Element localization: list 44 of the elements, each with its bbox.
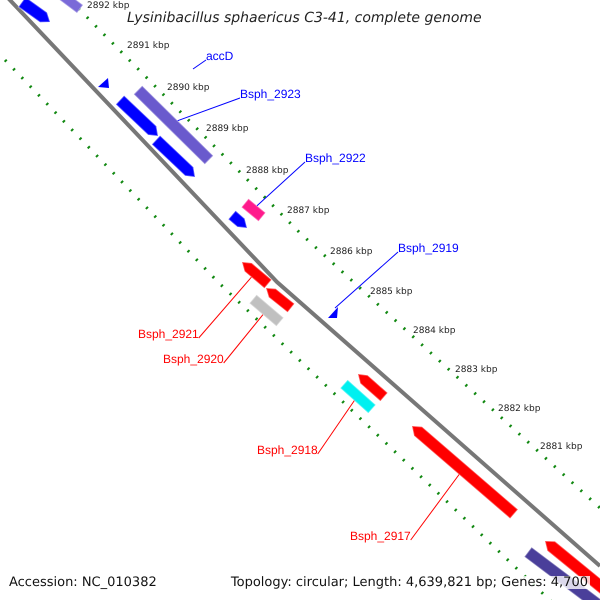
gene-feature (328, 307, 338, 318)
gene-feature (339, 378, 377, 414)
gene-feature (98, 78, 109, 88)
gene-label: Bsph_2923 (240, 88, 301, 100)
gene-feature (114, 94, 159, 137)
leader-line (198, 276, 252, 338)
leader-line (223, 314, 264, 364)
scale-label: 2887 kbp (287, 207, 330, 216)
leader-line (192, 60, 206, 70)
gene-label: Bsph_2919 (398, 242, 459, 254)
gene-feature (240, 198, 267, 222)
leader-line (334, 252, 398, 308)
gene-feature (357, 373, 389, 402)
gene-feature (411, 425, 519, 520)
leader-line (317, 400, 355, 454)
gene-feature (264, 287, 296, 314)
scale-label: 2885 kbp (370, 288, 412, 297)
gene-label: Bsph_2918 (257, 444, 318, 456)
gene-label: accD (206, 50, 234, 62)
gene-feature (17, 0, 52, 23)
gene-label: Bsph_2917 (350, 530, 411, 542)
gene-feature (544, 540, 600, 596)
gene-feature (240, 261, 273, 290)
scale-label: 2881 kbp (540, 443, 582, 452)
scale-label: 2882 kbp (498, 405, 540, 414)
gene-label: Bsph_2920 (163, 353, 224, 365)
gene-label: Bsph_2922 (305, 152, 366, 164)
scale-label: 2889 kbp (206, 125, 248, 134)
gene-feature (248, 294, 285, 328)
gene-feature (227, 210, 248, 229)
accession-text: Accession: NC_010382 (9, 576, 157, 589)
genome-info-text: Topology: circular; Length: 4,639,821 bp; Genes: 4,700 (228, 576, 590, 589)
gene-label: Bsph_2921 (138, 328, 199, 340)
title: Lysinibacillus sphaericus C3-41, complete genome (127, 11, 482, 25)
scale-label: 2888 kbp (246, 167, 288, 176)
scale-label: 2886 kbp (330, 248, 372, 257)
scale-label: 2884 kbp (413, 327, 456, 336)
leader-line (256, 162, 306, 206)
scale-label: 2891 kbp (127, 42, 170, 51)
scale-label: 2883 kbp (455, 366, 498, 375)
leader-line (410, 474, 460, 540)
leader-line (177, 98, 240, 122)
scale-label: 2890 kbp (167, 84, 210, 93)
gene-feature (150, 134, 196, 178)
